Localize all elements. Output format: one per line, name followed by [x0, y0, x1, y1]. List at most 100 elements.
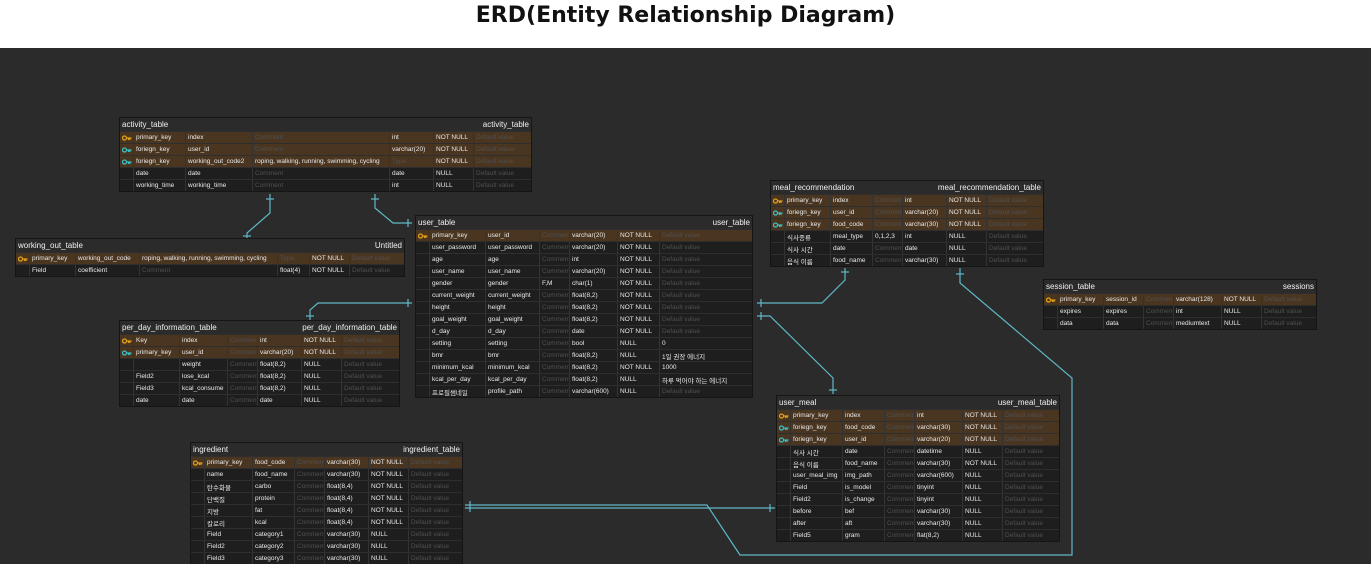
column-name-cell[interactable]: gram: [843, 530, 885, 541]
key-cell[interactable]: primary_key: [1058, 294, 1104, 305]
nullable-cell[interactable]: NULL: [369, 541, 409, 552]
type-cell[interactable]: varchar(128): [1174, 294, 1222, 305]
column-name-cell[interactable]: date: [843, 446, 885, 457]
key-cell[interactable]: data: [1058, 318, 1104, 329]
table-header[interactable]: user_meal user_meal_table: [777, 396, 1059, 409]
type-cell[interactable]: date: [390, 168, 434, 179]
type-cell[interactable]: float(8,2): [570, 290, 618, 301]
nullable-cell[interactable]: NULL: [1222, 318, 1262, 329]
default-cell[interactable]: Default value: [1005, 496, 1043, 503]
default-cell[interactable]: 하루 먹어야 하는 에너지: [662, 377, 728, 385]
key-cell[interactable]: primary_key: [205, 457, 253, 468]
nullable-cell[interactable]: NULL: [434, 168, 474, 179]
column-name-cell[interactable]: aft: [843, 518, 885, 529]
type-cell[interactable]: float(8,2): [570, 314, 618, 325]
comment-cell[interactable]: Comment: [253, 144, 390, 155]
comment-cell[interactable]: Comment: [542, 374, 570, 385]
type-cell[interactable]: float(8,4): [325, 505, 369, 516]
comment-cell[interactable]: Comment: [887, 530, 915, 541]
nullable-cell[interactable]: NOT NULL: [618, 230, 660, 241]
column-name-cell[interactable]: user_password: [486, 242, 540, 253]
key-cell[interactable]: Field3: [205, 553, 253, 564]
comment-cell[interactable]: Comment: [887, 470, 915, 481]
key-cell[interactable]: setting: [430, 338, 486, 349]
comment-cell[interactable]: Comment: [1146, 318, 1174, 329]
key-cell[interactable]: current_weight: [430, 290, 486, 301]
default-cell[interactable]: Default value: [662, 268, 700, 275]
column-name-cell[interactable]: index: [843, 410, 885, 421]
default-cell[interactable]: 1000: [662, 364, 677, 371]
key-cell[interactable]: Field: [205, 529, 253, 540]
comment-cell[interactable]: Comment: [230, 335, 258, 346]
comment-cell[interactable]: Comment: [887, 518, 915, 529]
column-name-cell[interactable]: profile_path: [486, 386, 540, 397]
default-cell[interactable]: Default value: [1005, 436, 1043, 443]
nullable-cell[interactable]: NOT NULL: [963, 422, 1003, 433]
type-cell[interactable]: tinyint: [915, 482, 963, 493]
default-cell[interactable]: 1일 권장 에너지: [662, 353, 706, 361]
nullable-cell[interactable]: NULL: [434, 180, 474, 191]
default-cell[interactable]: Default value: [1264, 308, 1302, 315]
type-cell[interactable]: varchar(30): [903, 219, 947, 230]
comment-cell[interactable]: Comment: [875, 207, 903, 218]
default-cell[interactable]: Default value: [662, 316, 700, 323]
column-name-cell[interactable]: user_id: [486, 230, 540, 241]
type-cell[interactable]: float(8,2): [258, 371, 302, 382]
default-cell[interactable]: Default value: [662, 280, 700, 287]
nullable-cell[interactable]: NULL: [618, 386, 660, 397]
nullable-cell[interactable]: NOT NULL: [947, 207, 987, 218]
type-cell[interactable]: int: [1174, 306, 1222, 317]
key-cell[interactable]: foriegn_key: [791, 434, 843, 445]
column-name-cell[interactable]: working_time: [186, 180, 253, 191]
column-name-cell[interactable]: is_model: [843, 482, 885, 493]
nullable-cell[interactable]: NOT NULL: [369, 457, 409, 468]
comment-cell[interactable]: Comment: [1146, 306, 1174, 317]
default-cell[interactable]: Default value: [476, 182, 514, 189]
column-name-cell[interactable]: index: [186, 132, 253, 143]
nullable-cell[interactable]: NULL: [618, 350, 660, 361]
key-cell[interactable]: foriegn_key: [134, 156, 186, 167]
nullable-cell[interactable]: NOT NULL: [618, 278, 660, 289]
column-name-cell[interactable]: user_id: [186, 144, 253, 155]
erd-canvas[interactable]: activity_table activity_table primary_ke…: [0, 48, 1371, 564]
default-cell[interactable]: Default value: [411, 495, 449, 502]
key-cell[interactable]: kcal_per_day: [430, 374, 486, 385]
default-cell[interactable]: Default value: [662, 256, 700, 263]
default-cell[interactable]: Default value: [352, 255, 390, 262]
default-cell[interactable]: Default value: [989, 221, 1027, 228]
default-cell[interactable]: Default value: [411, 555, 449, 562]
key-cell[interactable]: bmr: [430, 350, 486, 361]
nullable-cell[interactable]: NOT NULL: [310, 253, 350, 264]
type-cell[interactable]: float(8,2): [258, 359, 302, 370]
key-cell[interactable]: 음식 이름: [785, 255, 831, 266]
comment-cell[interactable]: Comment: [887, 494, 915, 505]
column-name-cell[interactable]: food_name: [253, 469, 295, 480]
key-cell[interactable]: Field5: [791, 530, 843, 541]
nullable-cell[interactable]: NULL: [369, 529, 409, 540]
column-name-cell[interactable]: gender: [486, 278, 540, 289]
column-name-cell[interactable]: fat: [253, 505, 295, 516]
nullable-cell[interactable]: NOT NULL: [302, 347, 342, 358]
key-cell[interactable]: user_meal_img: [791, 470, 843, 481]
default-cell[interactable]: Default value: [1005, 484, 1043, 491]
